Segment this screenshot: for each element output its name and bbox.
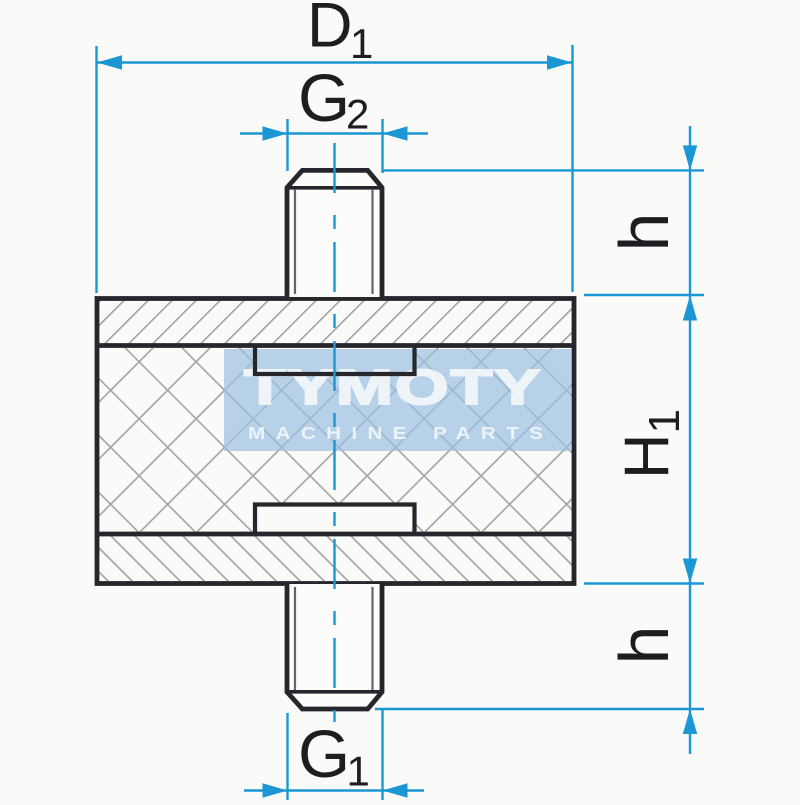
svg-text:MACHINE PARTS: MACHINE PARTS xyxy=(248,423,553,443)
svg-text:D: D xyxy=(307,0,353,61)
svg-text:1: 1 xyxy=(350,20,373,67)
svg-text:G: G xyxy=(298,61,350,136)
svg-text:G: G xyxy=(298,717,350,792)
svg-text:2: 2 xyxy=(346,91,369,138)
svg-text:1: 1 xyxy=(347,748,370,795)
svg-text:h: h xyxy=(605,626,683,665)
svg-text:h: h xyxy=(605,213,683,252)
svg-text:TYMOTY: TYMOTY xyxy=(244,360,542,415)
